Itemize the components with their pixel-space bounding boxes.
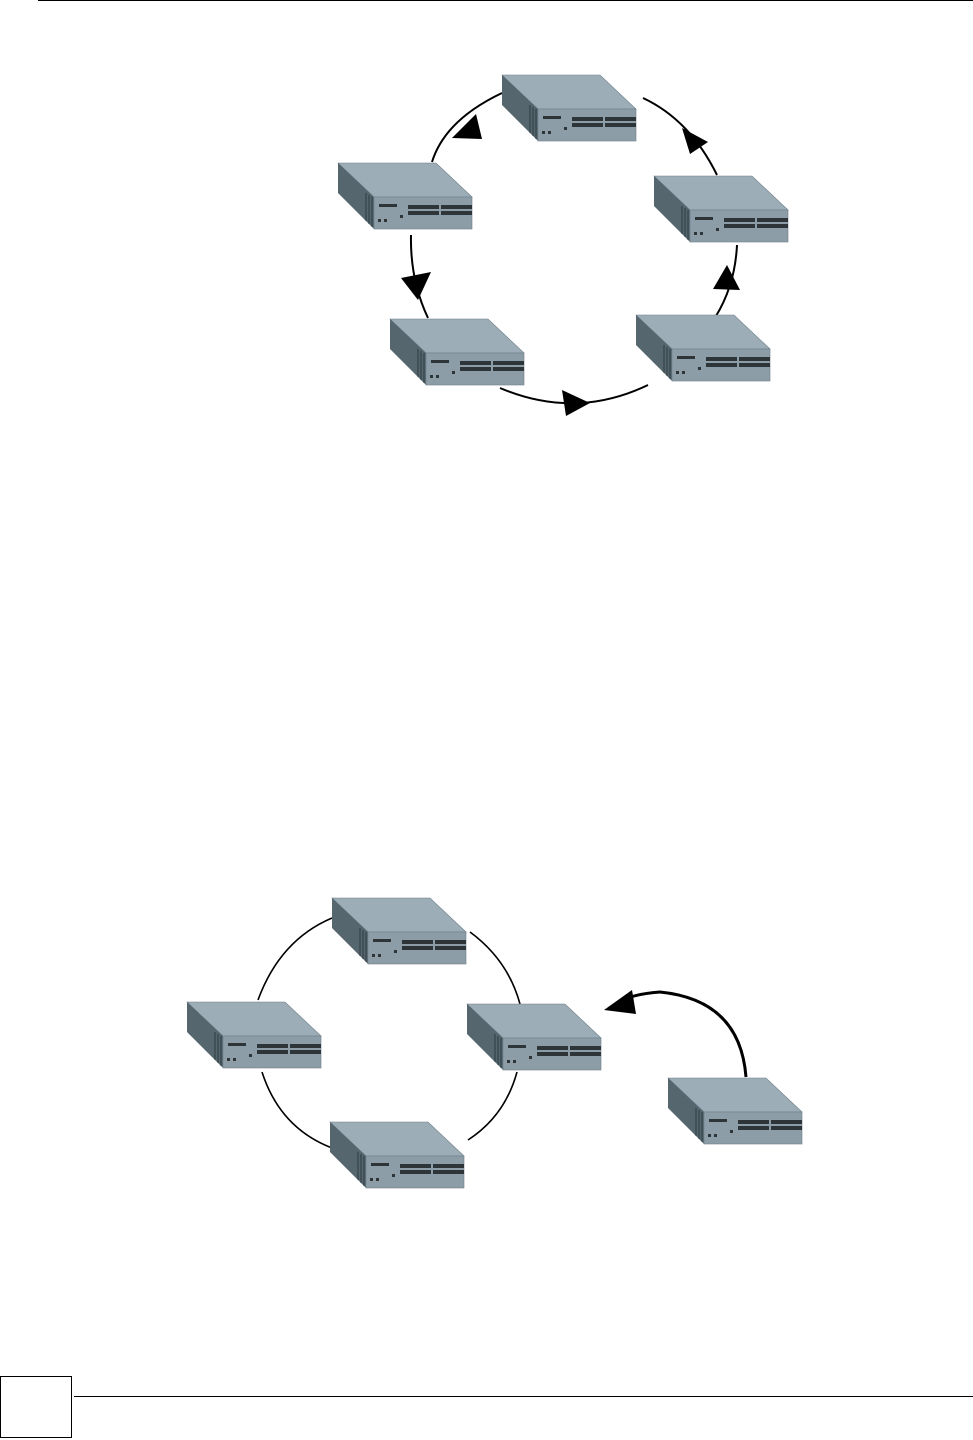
footer-rule (74, 1396, 973, 1397)
ring-link-bottom-to-right (468, 1072, 517, 1140)
network-switch-icon (502, 75, 636, 141)
ring-loop-diagram (0, 0, 973, 460)
page-number-box (0, 1376, 72, 1438)
network-switch-icon (187, 1002, 321, 1068)
arrow-icon (682, 128, 708, 154)
join-link (620, 992, 746, 1077)
arrow-icon (562, 390, 590, 416)
network-switch-icon (668, 1078, 802, 1144)
network-switch-icon (390, 319, 524, 385)
network-switch-icon (332, 898, 466, 964)
arrow-icon (452, 114, 482, 139)
ring-link-right-to-top (643, 98, 717, 175)
network-switch-icon (338, 163, 472, 229)
network-switch-icon (636, 315, 770, 381)
arrow-icon (401, 272, 431, 300)
network-switch-icon (330, 1122, 464, 1188)
ring-join-diagram (0, 880, 973, 1210)
network-switch-icon (654, 176, 788, 242)
ring-link-left-to-bottom (262, 1072, 332, 1148)
ring-link-top-to-right (470, 932, 520, 1004)
ring-link-left-to-top (258, 918, 332, 1000)
network-switch-icon (467, 1004, 601, 1070)
arrow-icon (713, 265, 740, 290)
arrow-icon (604, 990, 636, 1014)
